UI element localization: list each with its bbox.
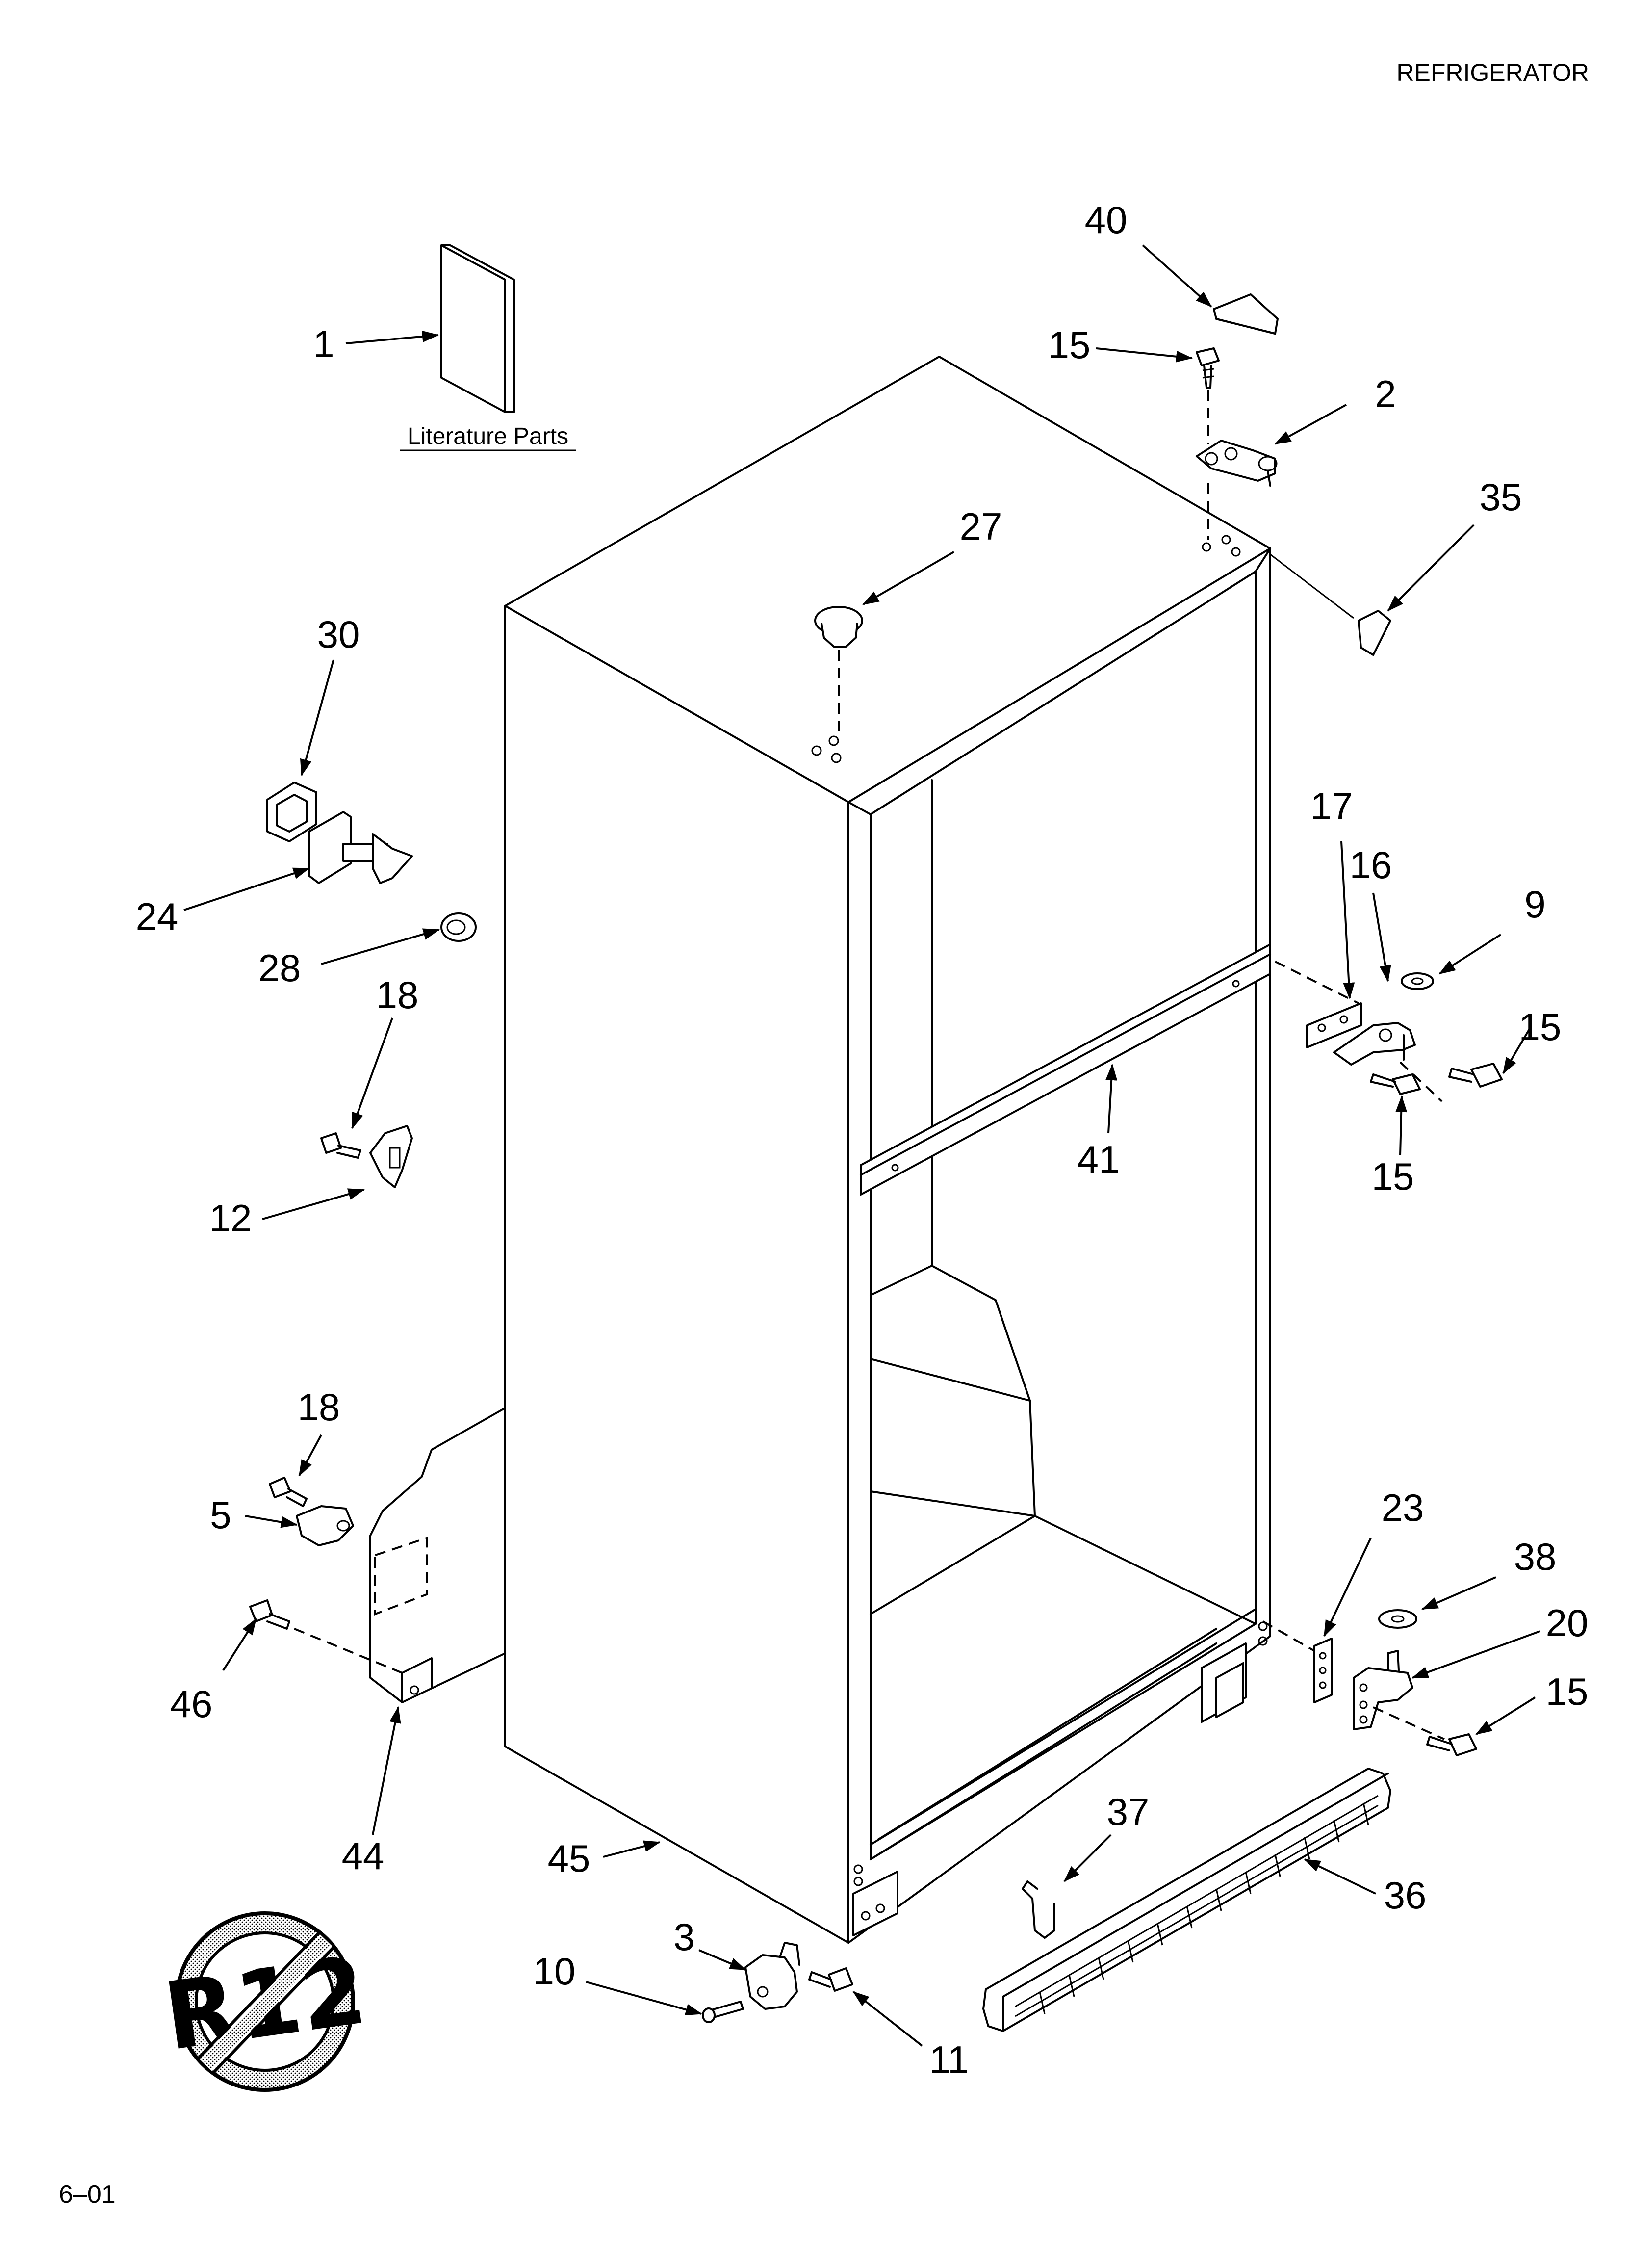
hinge-cover-40 bbox=[1213, 293, 1279, 335]
screw-15c bbox=[1370, 1073, 1421, 1095]
callout-leaders bbox=[183, 244, 1540, 2047]
callout-45: 45 bbox=[548, 1837, 590, 1880]
callout-16: 16 bbox=[1350, 843, 1392, 886]
callout-44: 44 bbox=[342, 1834, 385, 1877]
screw-46 bbox=[249, 1599, 403, 1674]
callout-numbers: 1 40 15 2 35 27 30 24 28 18 12 17 16 9 1… bbox=[136, 198, 1589, 2081]
bottom-hinge-20 bbox=[1353, 1650, 1445, 1740]
callout-3: 3 bbox=[673, 1915, 694, 1958]
callout-36: 36 bbox=[1384, 1874, 1427, 1917]
callout-23: 23 bbox=[1382, 1486, 1424, 1529]
grommet-30 bbox=[266, 782, 317, 842]
clamp-5 bbox=[296, 1505, 354, 1546]
footer-date-code: 6–01 bbox=[59, 2180, 116, 2209]
callout-9: 9 bbox=[1524, 883, 1545, 926]
callout-17: 17 bbox=[1310, 784, 1353, 828]
callout-11: 11 bbox=[929, 2038, 969, 2081]
callout-37: 37 bbox=[1107, 1790, 1150, 1833]
callout-35: 35 bbox=[1480, 475, 1522, 519]
callout-46: 46 bbox=[170, 1682, 213, 1725]
callout-18a: 18 bbox=[376, 973, 419, 1017]
literature-parts-label: Literature Parts bbox=[408, 423, 568, 449]
screw-18b bbox=[269, 1477, 308, 1507]
grille-clip-37 bbox=[1022, 1880, 1055, 1939]
center-hinge-16 bbox=[1333, 1022, 1443, 1102]
callout-15d: 15 bbox=[1546, 1670, 1589, 1713]
callout-27: 27 bbox=[960, 505, 1002, 548]
plug-27 bbox=[814, 606, 863, 733]
screw-15d bbox=[1426, 1733, 1477, 1756]
refrigerator-cabinet bbox=[369, 356, 1271, 1944]
screw-11 bbox=[808, 1967, 853, 1992]
no-r12-logo: R12 bbox=[158, 1911, 372, 2092]
callout-15c: 15 bbox=[1372, 1155, 1414, 1198]
support-24 bbox=[308, 811, 413, 884]
washer-9 bbox=[1401, 972, 1434, 990]
pin-10 bbox=[702, 2001, 744, 2023]
callout-28: 28 bbox=[258, 946, 301, 990]
hinge-cover-35 bbox=[1270, 553, 1391, 656]
screw-15a bbox=[1196, 347, 1220, 389]
callout-1: 1 bbox=[313, 322, 334, 365]
grommet-28 bbox=[440, 912, 477, 942]
callout-15a: 15 bbox=[1048, 323, 1091, 366]
callout-2: 2 bbox=[1375, 372, 1396, 416]
callout-20: 20 bbox=[1546, 1601, 1589, 1644]
top-hinge-2 bbox=[1196, 390, 1278, 540]
literature-parts: Literature Parts bbox=[400, 244, 576, 451]
callout-41: 41 bbox=[1078, 1138, 1120, 1181]
callout-10: 10 bbox=[533, 1950, 576, 1993]
hinge-spacer-23 bbox=[1262, 1620, 1333, 1703]
toe-grille-36 bbox=[982, 1768, 1391, 2032]
clip-12 bbox=[369, 1125, 413, 1188]
callout-5: 5 bbox=[210, 1493, 231, 1537]
screw-15b bbox=[1448, 1063, 1503, 1088]
callout-24: 24 bbox=[136, 895, 179, 938]
screw-18a bbox=[320, 1132, 361, 1159]
header-title: REFRIGERATOR bbox=[1396, 59, 1589, 86]
callout-12: 12 bbox=[209, 1197, 252, 1240]
callout-38: 38 bbox=[1514, 1535, 1557, 1578]
callout-30: 30 bbox=[317, 613, 360, 656]
washer-38 bbox=[1378, 1609, 1417, 1629]
callout-40: 40 bbox=[1085, 198, 1128, 241]
callout-18b: 18 bbox=[298, 1385, 340, 1429]
callout-15b: 15 bbox=[1519, 1005, 1562, 1048]
roller-bracket-3 bbox=[744, 1942, 800, 2010]
